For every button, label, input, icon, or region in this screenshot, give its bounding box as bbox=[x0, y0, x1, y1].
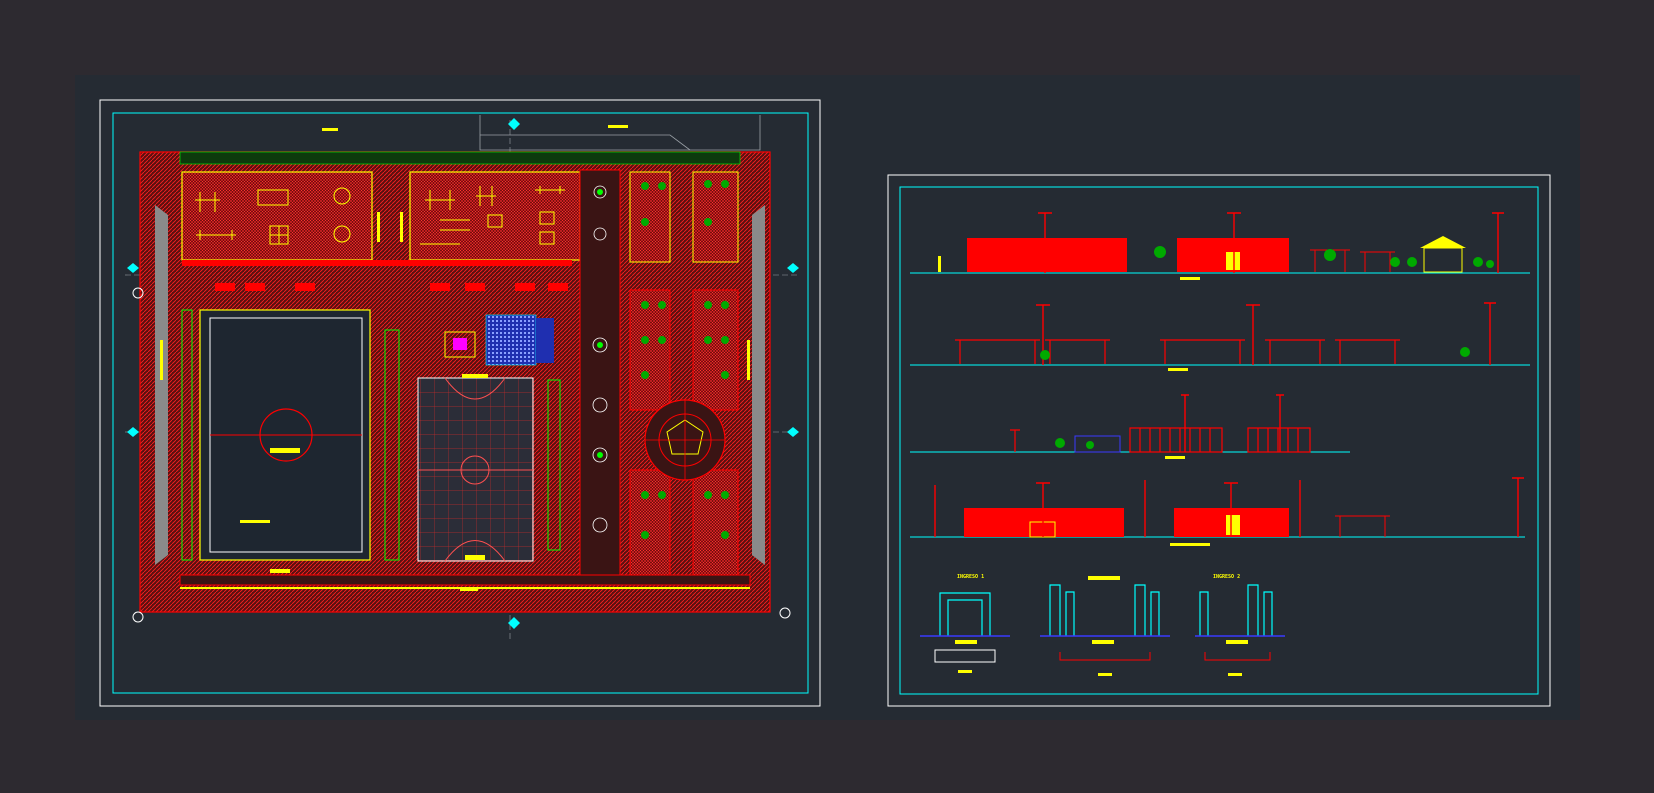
lamp-post-icon bbox=[1038, 212, 1504, 273]
drawing-frame bbox=[112, 112, 809, 694]
pergola-icon bbox=[955, 339, 1400, 364]
top-hedge bbox=[179, 151, 741, 165]
grid-bubbles bbox=[132, 287, 791, 623]
site-plan-sheet[interactable] bbox=[99, 99, 821, 707]
gazebo-icon bbox=[1420, 236, 1466, 273]
bottom-edge bbox=[179, 569, 751, 591]
seating-strip bbox=[182, 260, 572, 291]
ramp-left bbox=[155, 205, 168, 565]
tree-icon bbox=[1154, 246, 1494, 268]
grid-axis-marker-icon bbox=[127, 118, 799, 629]
elevation-4[interactable] bbox=[910, 477, 1525, 546]
entrance-2-label: INGRESO 2 bbox=[1213, 574, 1240, 580]
blue-tile-plaza bbox=[444, 314, 554, 366]
elevation-1[interactable] bbox=[910, 212, 1530, 280]
entrance-detail-center[interactable] bbox=[1040, 576, 1170, 676]
central-walkway bbox=[579, 169, 621, 576]
lamp-post-icon bbox=[1181, 394, 1284, 452]
fountain-icon bbox=[333, 187, 351, 205]
property-outline bbox=[479, 115, 761, 151]
sheet-border bbox=[99, 99, 821, 707]
sheet-border bbox=[887, 174, 1551, 707]
green-strips bbox=[181, 309, 561, 561]
pergola-icon bbox=[1335, 515, 1390, 537]
soccer-field-icon[interactable] bbox=[199, 309, 371, 561]
entrance-1-label: INGRESO 1 bbox=[957, 574, 984, 580]
drawing-frame bbox=[899, 186, 1539, 695]
tree-icon bbox=[629, 289, 739, 581]
elevation-2[interactable] bbox=[910, 302, 1530, 371]
entrance-detail-1[interactable]: INGRESO 1 bbox=[920, 574, 1010, 673]
ramp-right bbox=[752, 205, 765, 565]
basketball-court-icon[interactable] bbox=[417, 374, 534, 562]
elevations-sheet[interactable]: INGRESO 1 INGRESO 2 bbox=[887, 174, 1551, 707]
entrance-detail-2[interactable]: INGRESO 2 bbox=[1195, 574, 1285, 676]
fitness-area-middle[interactable] bbox=[409, 171, 581, 261]
circular-plaza[interactable] bbox=[644, 399, 726, 481]
elevation-3[interactable] bbox=[910, 394, 1350, 459]
lamp-post-icon bbox=[934, 477, 1524, 537]
fitness-area-left[interactable] bbox=[181, 171, 373, 261]
dimension-marks bbox=[160, 125, 750, 380]
planter-grid-top-right bbox=[629, 171, 739, 263]
